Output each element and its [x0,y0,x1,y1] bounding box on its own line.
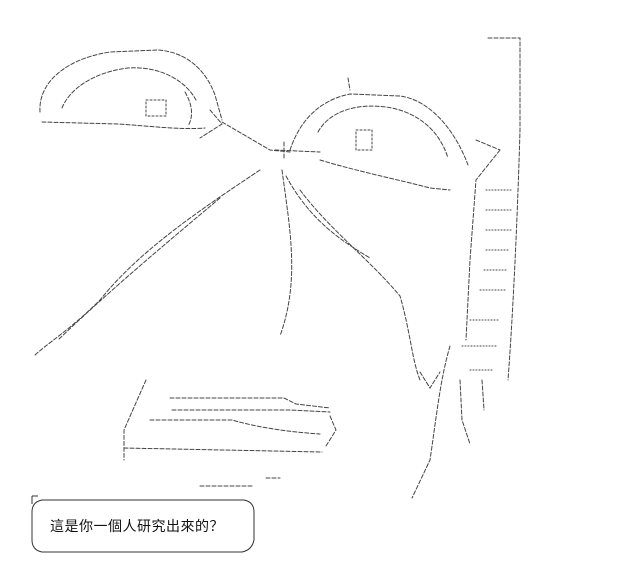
speech-bubble-text: 這是你一個人研究出來的？ [50,519,224,535]
speech-bubble: 這是你一個人研究出來的？ [30,494,256,556]
speech-bubble-border [31,495,255,553]
